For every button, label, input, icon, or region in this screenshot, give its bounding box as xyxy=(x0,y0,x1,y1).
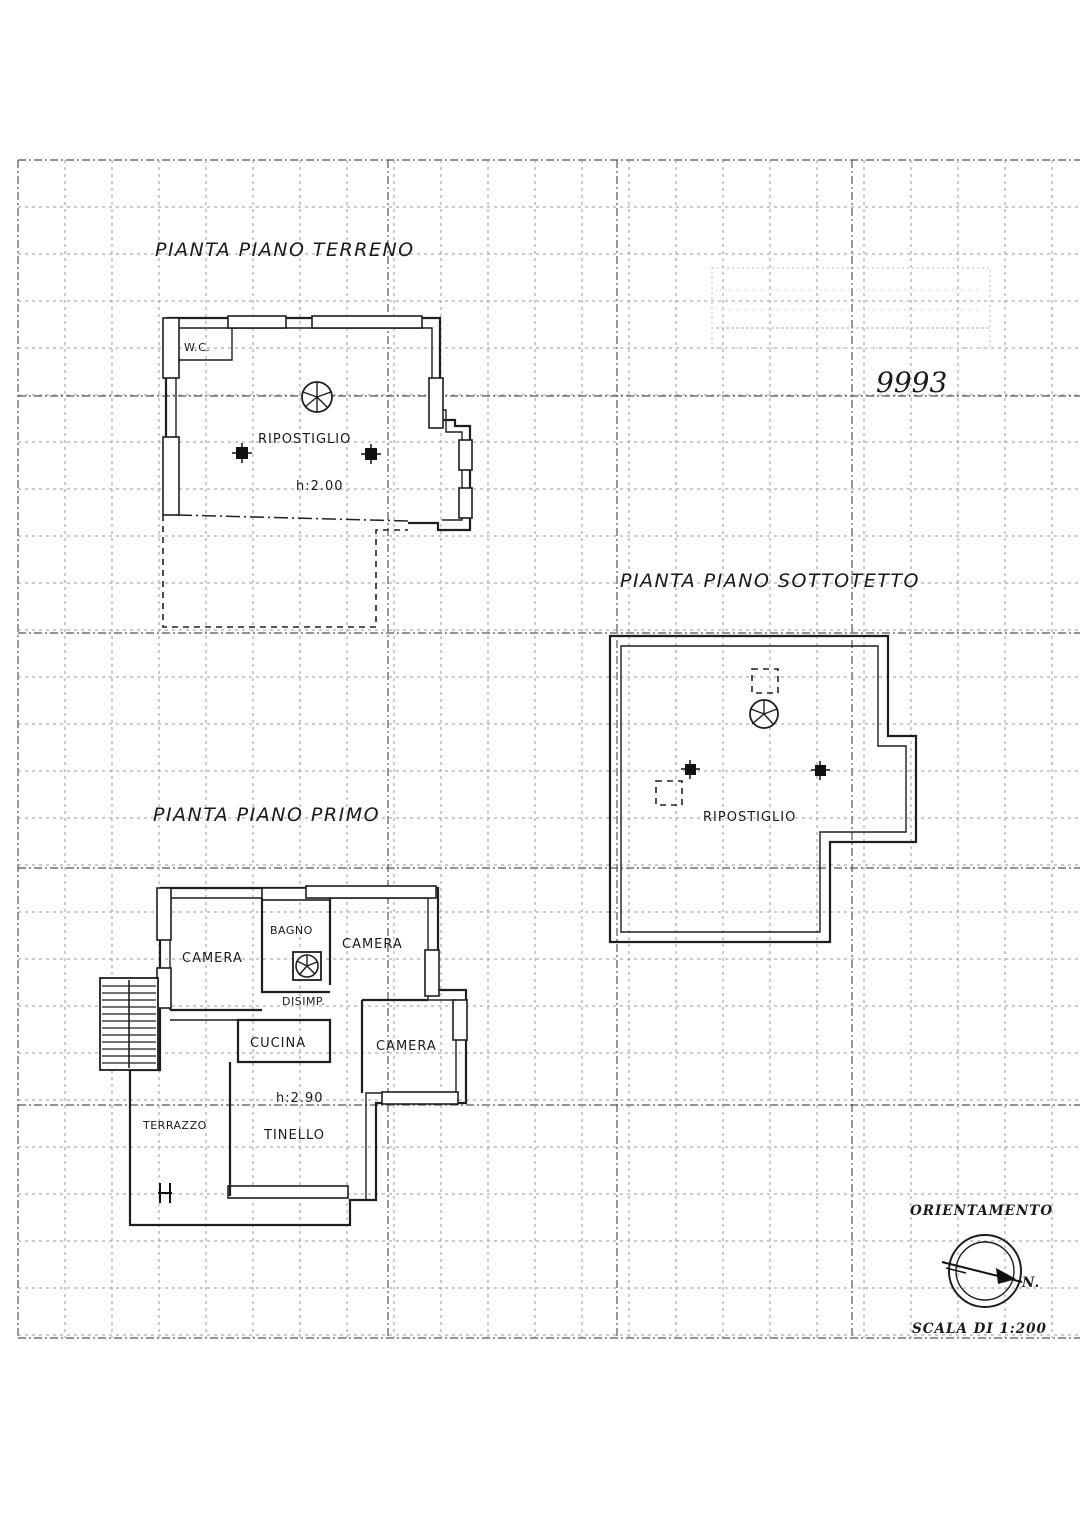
first-bedroom-right-label: CAMERA xyxy=(342,937,403,952)
first-bedroom-left-label: CAMERA xyxy=(182,951,243,966)
ground-height-label: h:2.00 xyxy=(296,479,344,494)
attic-outer-wall xyxy=(608,634,918,944)
first-kitchen-label: CUCINA xyxy=(250,1036,306,1051)
north-marker: N. xyxy=(1021,1275,1040,1291)
ground-floor-plan: PIANTA PIANO TERRENO xyxy=(155,239,473,628)
spiral-stair-icon xyxy=(749,699,779,729)
exterior-stair-icon xyxy=(99,977,159,1071)
column-marker-icon xyxy=(681,760,700,779)
column-marker-icon xyxy=(232,443,252,463)
stamp-number: 9993 xyxy=(876,366,947,399)
ground-storage-label: RIPOSTIGLIO xyxy=(258,432,351,447)
spiral-stair-icon xyxy=(292,951,322,981)
drafting-grid xyxy=(17,159,1080,1339)
column-marker-icon xyxy=(158,1183,172,1203)
column-marker-icon xyxy=(811,761,830,780)
registry-stamp: 9993 xyxy=(711,267,991,399)
ground-floor-title: PIANTA PIANO TERRENO xyxy=(155,239,415,261)
attic-title: PIANTA PIANO SOTTOTETTO xyxy=(620,570,920,592)
ground-wc-label: W.C. xyxy=(184,341,210,354)
first-floor-walls xyxy=(128,886,468,1227)
compass-icon xyxy=(941,1234,1023,1308)
first-height-label: h:2.90 xyxy=(276,1091,324,1106)
attic-storage-label: RIPOSTIGLIO xyxy=(703,810,796,825)
first-bedroom-lower-label: CAMERA xyxy=(376,1039,437,1054)
first-terrace-label: TERRAZZO xyxy=(142,1119,207,1132)
column-marker-icon xyxy=(361,444,381,464)
orientation-label: ORIENTAMENTO xyxy=(910,1203,1053,1219)
scale-label: SCALA DI 1:200 xyxy=(912,1321,1047,1337)
first-dining-label: TINELLO xyxy=(263,1128,325,1143)
first-landing-label: DISIMP. xyxy=(282,995,325,1008)
first-floor-title: PIANTA PIANO PRIMO xyxy=(153,804,380,826)
legend: ORIENTAMENTO N. SCALA DI 1:200 xyxy=(910,1203,1053,1337)
first-floor-plan: PIANTA PIANO PRIMO xyxy=(99,804,468,1227)
first-bathroom-label: BAGNO xyxy=(270,924,313,937)
attic-plan: PIANTA PIANO SOTTOTETTO RIPOSTIGLIO xyxy=(608,570,920,944)
spiral-stair-icon xyxy=(301,381,333,413)
ground-floor-walls xyxy=(166,316,472,532)
